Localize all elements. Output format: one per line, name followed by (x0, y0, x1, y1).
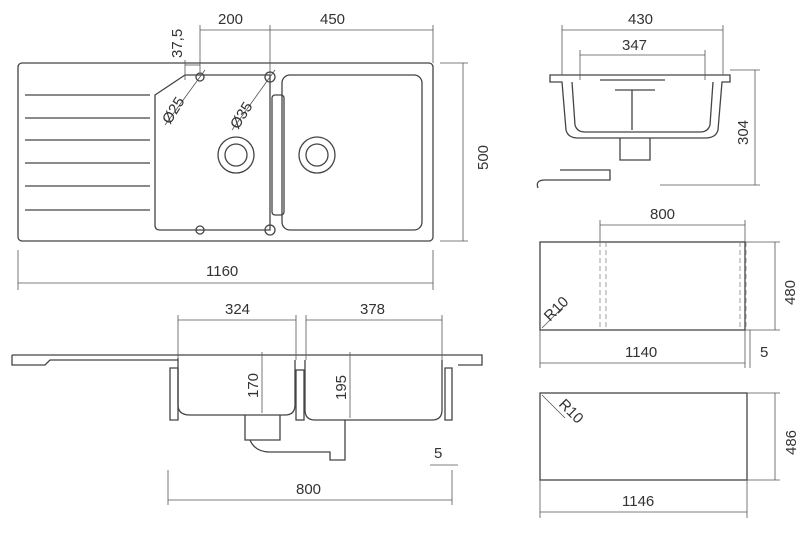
section-view: 324 378 170 195 5 800 (11, 301, 483, 505)
cutout-2: R10 486 1146 (539, 392, 800, 518)
dim-195: 195 (333, 375, 350, 400)
dim-430: 430 (628, 11, 653, 28)
dim-500: 500 (475, 145, 492, 170)
side-view: 430 347 304 (536, 11, 760, 189)
dim-378: 378 (360, 301, 385, 318)
dim-1146: 1146 (622, 493, 654, 510)
dim-1140: 1140 (625, 344, 657, 361)
dim-347: 347 (622, 37, 647, 54)
dim-480: 480 (782, 280, 799, 305)
top-view: 37,5 200 450 Ø25 Ø35 500 1160 (17, 11, 492, 290)
dim-200: 200 (218, 11, 243, 28)
dim-5-section: 5 (434, 445, 442, 462)
dim-hole-35: Ø35 (227, 99, 256, 132)
dim-450: 450 (320, 11, 345, 28)
radius-r10-2: R10 (555, 396, 586, 427)
dim-5-cutout: 5 (760, 344, 768, 361)
dim-324: 324 (225, 301, 250, 318)
dim-486: 486 (783, 430, 800, 455)
radius-r10-1: R10 (541, 293, 572, 324)
dim-304: 304 (735, 120, 752, 145)
dim-800-section: 800 (296, 481, 321, 498)
dim-37-5: 37,5 (169, 29, 186, 58)
dim-800-cutout: 800 (650, 206, 675, 223)
dim-170: 170 (245, 373, 262, 398)
cutout-1: 800 480 R10 1140 5 (539, 206, 799, 368)
dim-1160: 1160 (206, 263, 238, 280)
